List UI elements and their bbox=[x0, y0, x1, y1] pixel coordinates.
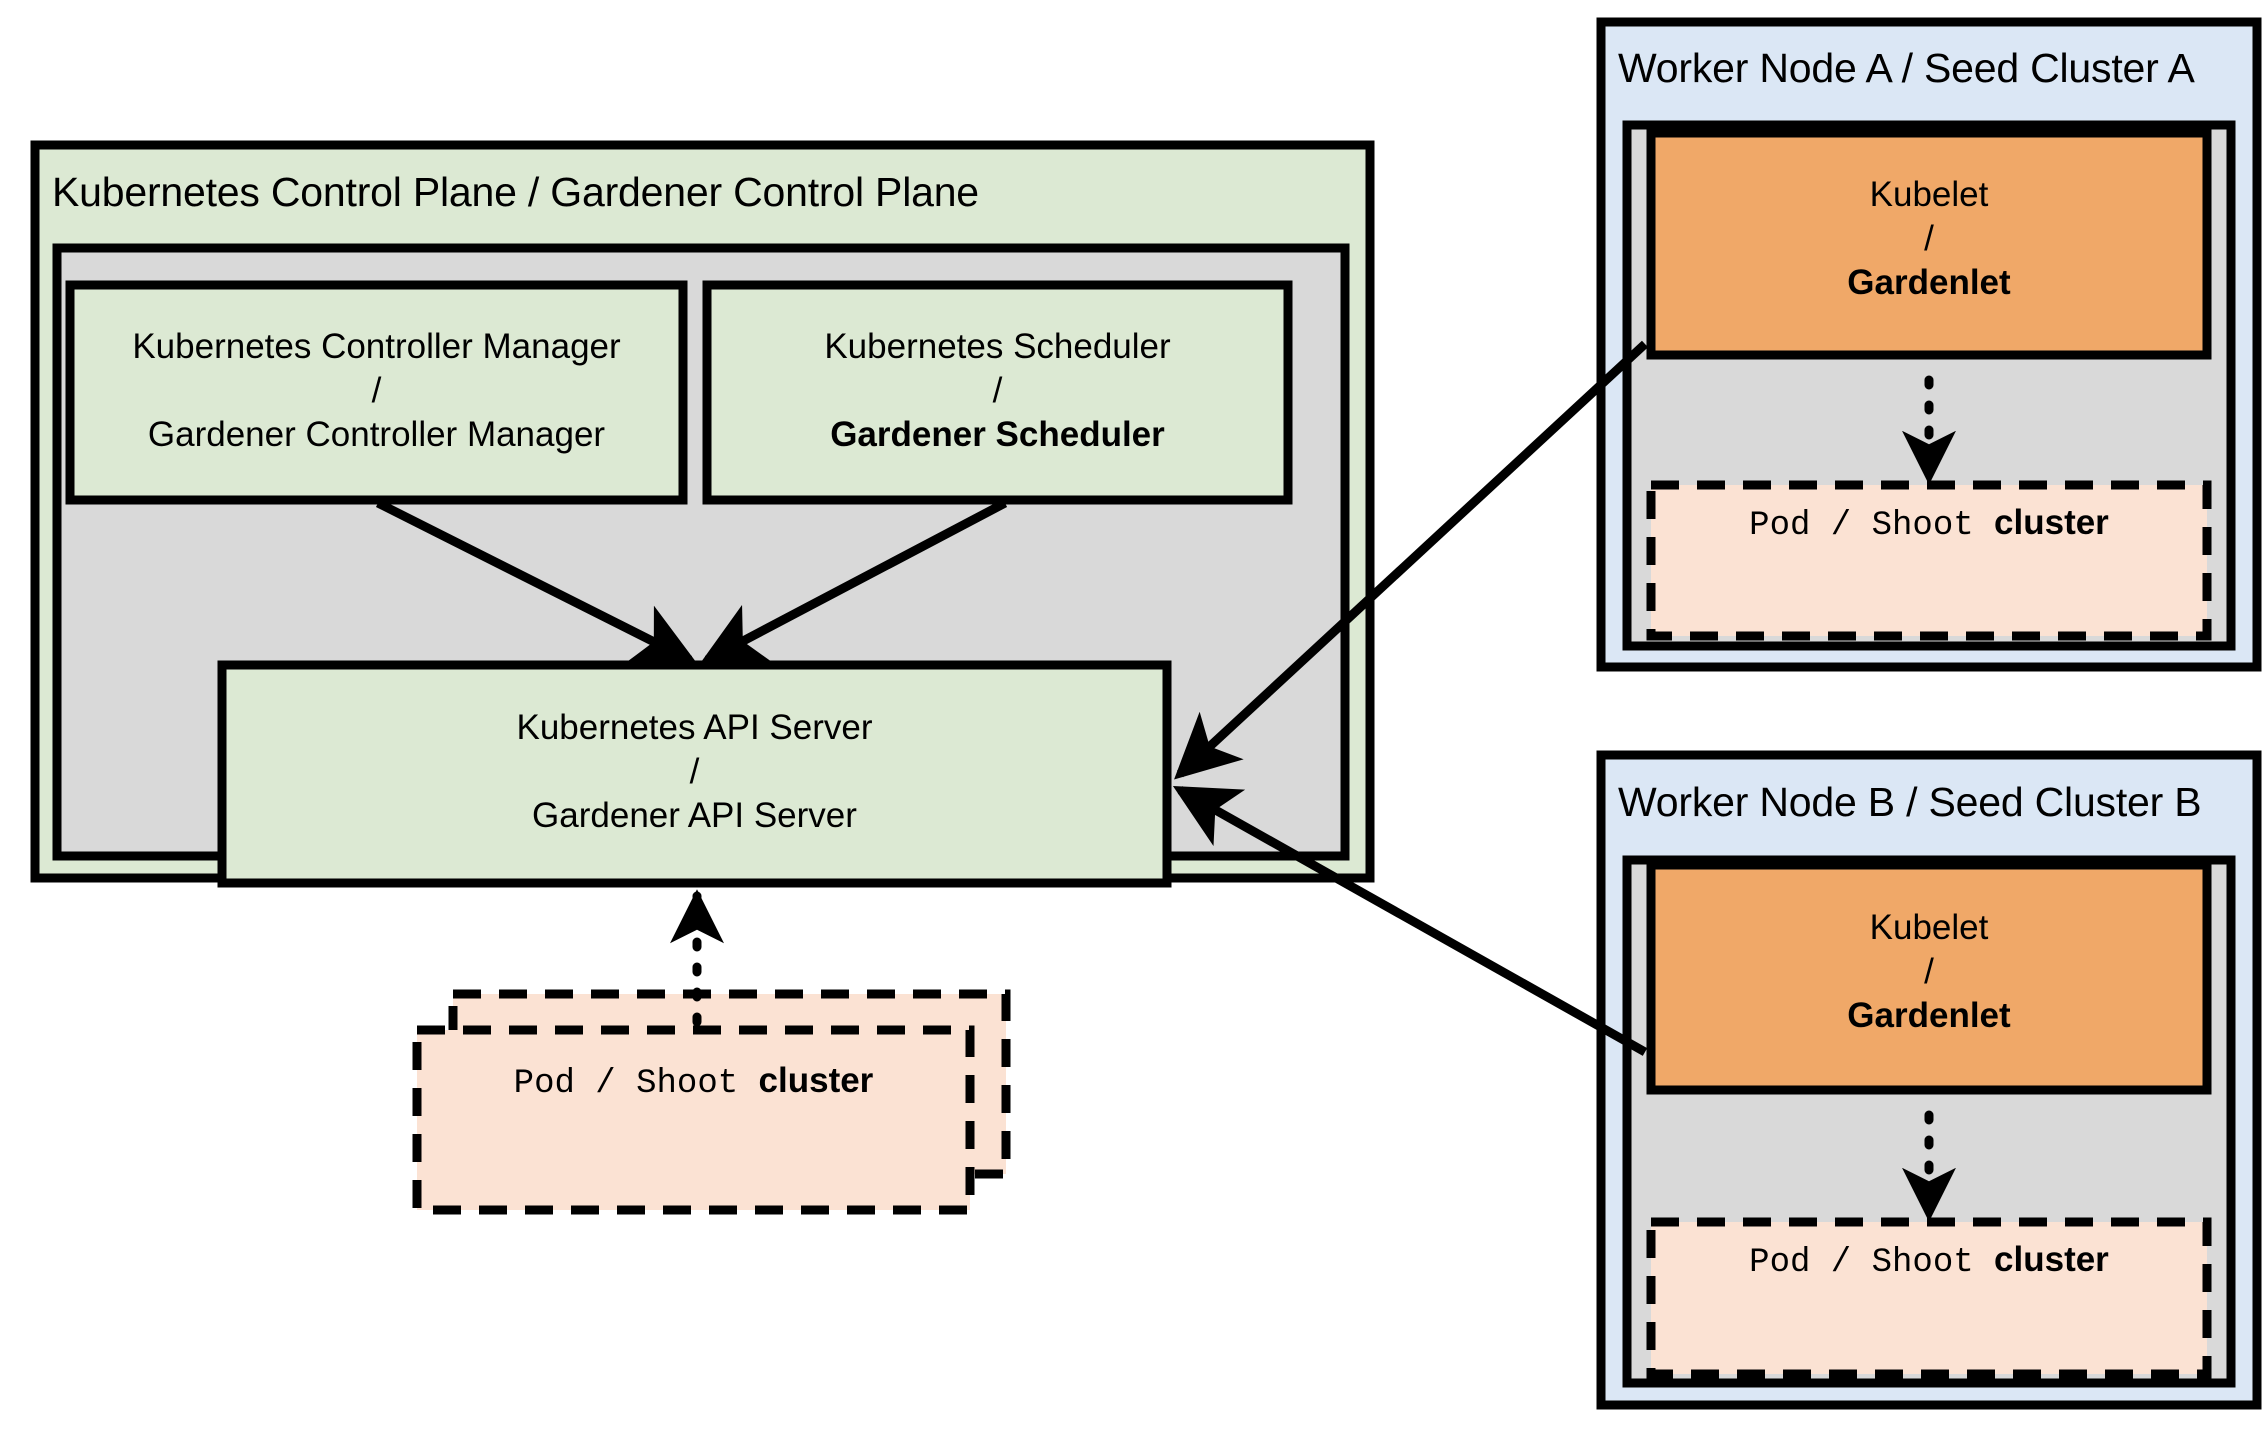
controller-manager-box[interactable] bbox=[65, 280, 688, 505]
arrow-gardenlet-a-to-api-server bbox=[1174, 340, 1649, 780]
arrow-controller-manager-to-api-server bbox=[375, 498, 698, 665]
worker-node-b-pod-box[interactable] bbox=[1646, 1217, 2212, 1379]
api-server-box[interactable] bbox=[217, 660, 1172, 888]
arrow-gardenlet-b-to-api-server bbox=[1172, 786, 1648, 1056]
arrow-scheduler-to-api-server bbox=[699, 499, 1008, 664]
scheduler-box[interactable] bbox=[702, 280, 1293, 505]
gardenlet-b-box[interactable] bbox=[1646, 860, 2212, 1095]
gardenlet-a-box[interactable] bbox=[1646, 128, 2212, 360]
control-plane-pod-box[interactable] bbox=[412, 1025, 975, 1215]
worker-node-a-pod-box[interactable] bbox=[1646, 480, 2212, 641]
